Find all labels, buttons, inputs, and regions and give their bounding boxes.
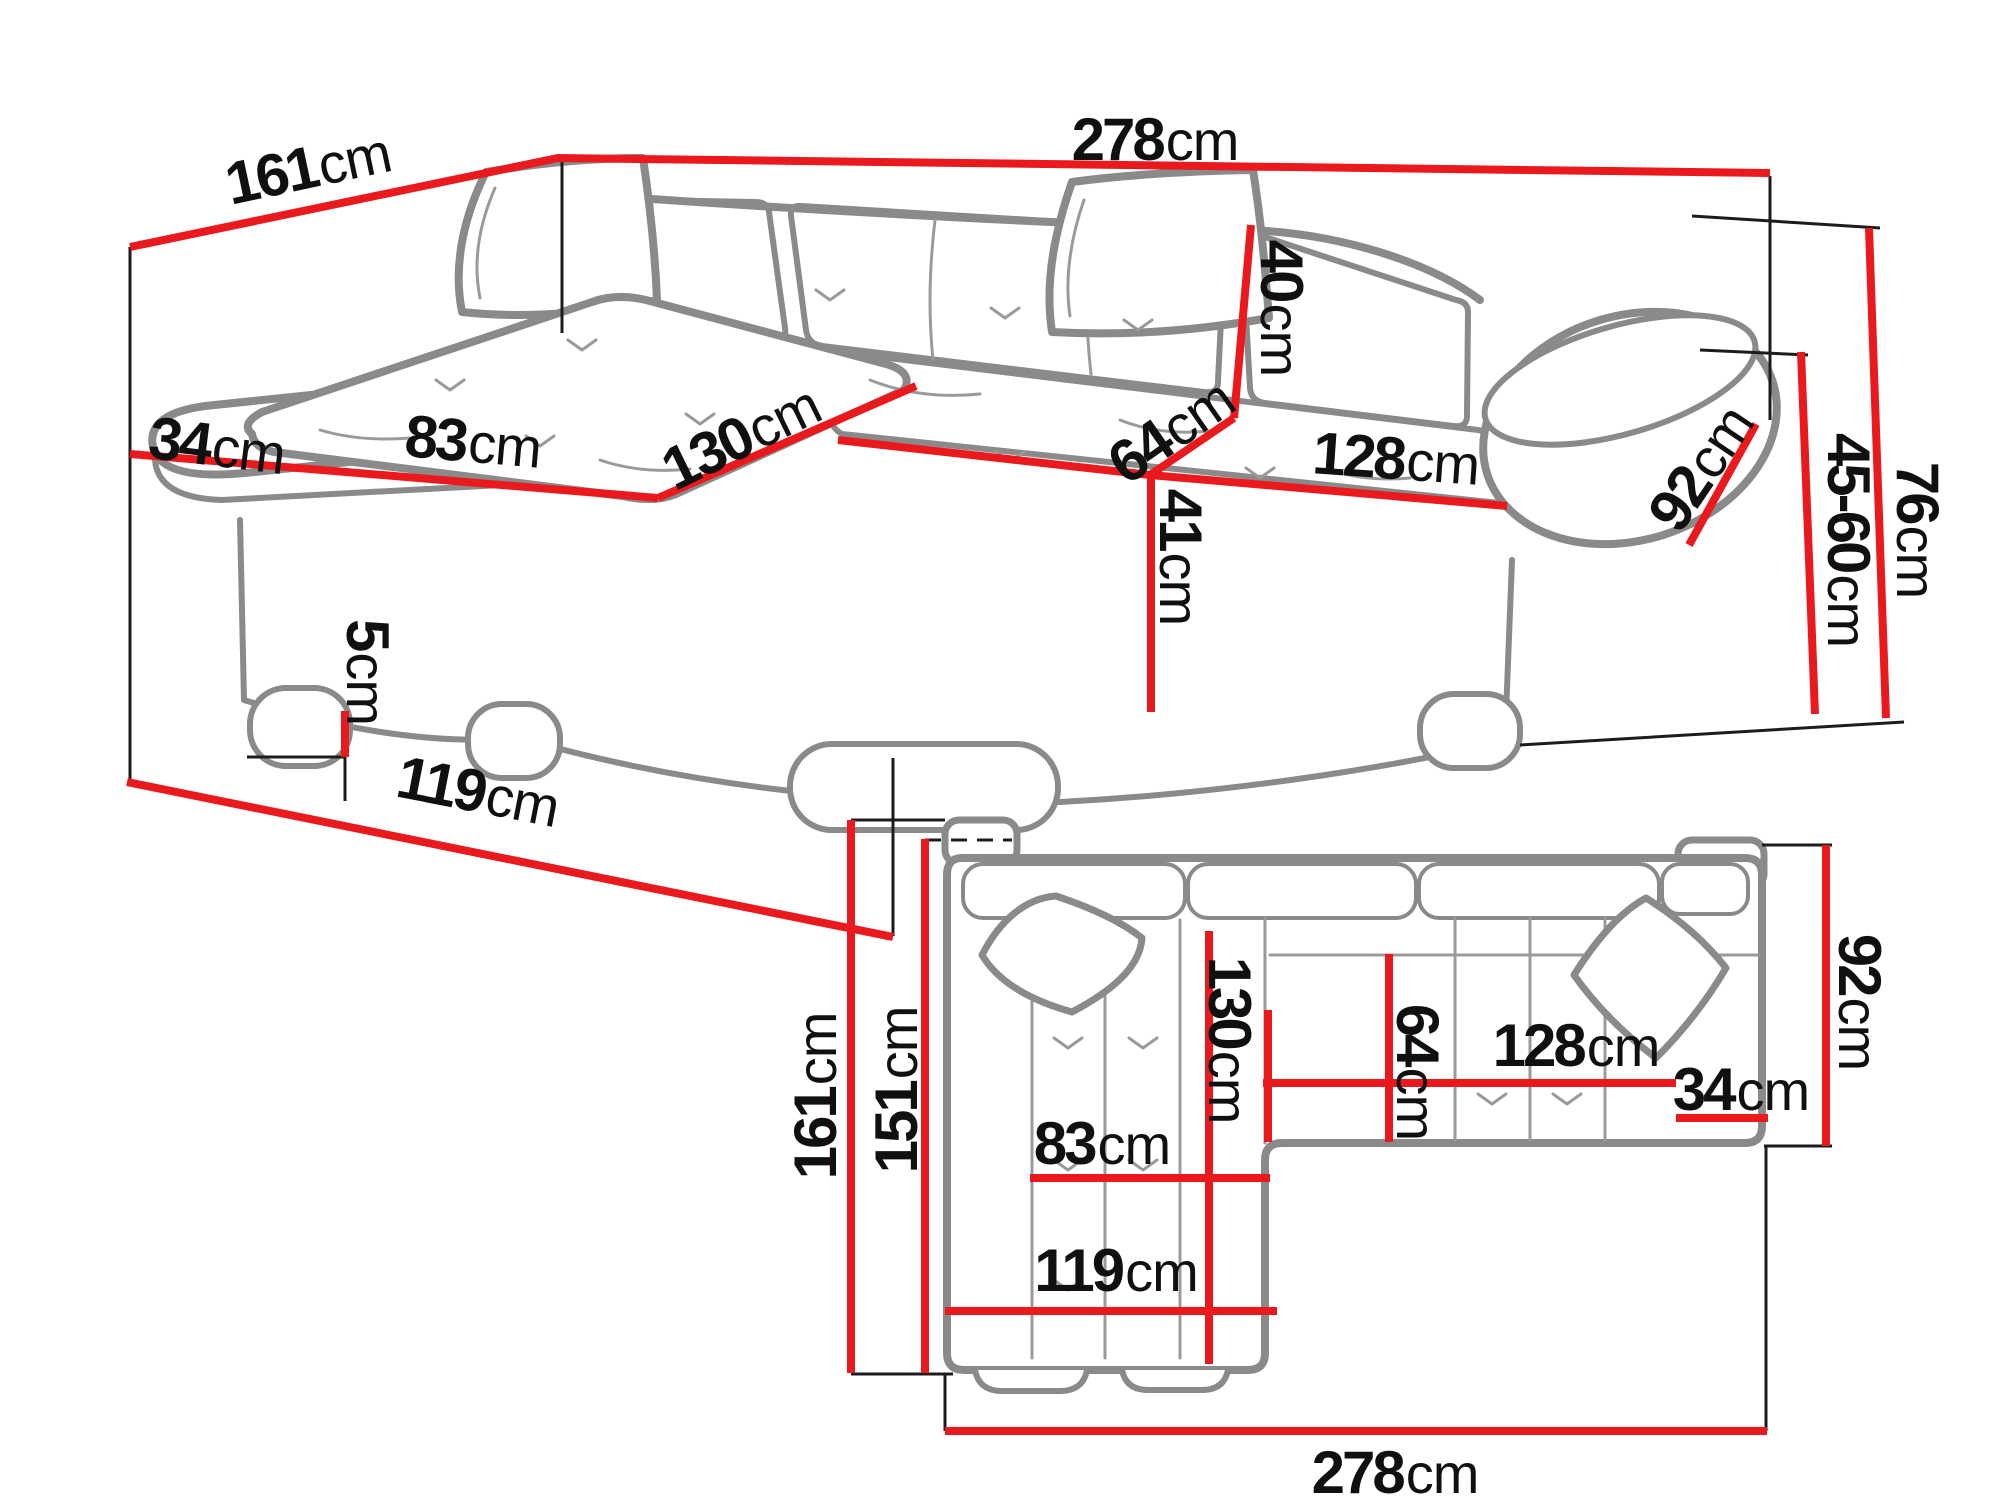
dim-label-92-plan: 92cm xyxy=(1826,933,1893,1071)
dim-label-128-top: 128cm xyxy=(1310,419,1482,497)
pillow xyxy=(454,154,661,319)
plan-pillow xyxy=(1570,894,1730,1062)
dimension-line-64 xyxy=(1147,414,1237,479)
dim-label-278-plan: 278cm xyxy=(1311,1439,1480,1499)
plan-back-cushion xyxy=(1660,862,1750,916)
dimension-line-92 xyxy=(1685,422,1760,547)
dimension-line-76 xyxy=(1865,227,1890,719)
plan-foot-bump xyxy=(972,1367,1090,1394)
plan-foot-bump xyxy=(1119,1367,1231,1393)
dim-label-119-plan: 119cm xyxy=(1034,1237,1198,1304)
dim-label-128-plan: 128cm xyxy=(1492,1012,1661,1079)
plan-outline xyxy=(943,854,1766,1374)
dim-label-83-top: 83cm xyxy=(402,402,544,480)
chaise-cushion xyxy=(243,293,911,503)
pillow-crease xyxy=(1066,198,1086,318)
dimension-line-40 xyxy=(1230,224,1255,419)
top-view-sofa-drawing xyxy=(148,154,1781,833)
plan-view-sofa-drawing xyxy=(941,816,1768,1394)
sofa-foot xyxy=(465,701,563,781)
backrest-seam xyxy=(928,218,937,362)
dim-label-5: 5cm xyxy=(334,618,401,726)
dim-label-83-plan: 83cm xyxy=(1033,1110,1171,1177)
plan-back-cushion xyxy=(1186,862,1418,920)
extension-line xyxy=(1519,720,1905,747)
pillow-crease xyxy=(475,186,497,300)
dim-label-161-plan: 161cm xyxy=(782,1012,849,1180)
plan-pillow xyxy=(978,892,1146,1016)
extension-line xyxy=(1691,214,1881,230)
plan-view-extension-lines xyxy=(851,818,1832,1431)
dimension-line-161-278 xyxy=(129,153,1771,251)
dim-label-64-plan: 64cm xyxy=(1384,1003,1451,1141)
dimension-line-119 xyxy=(126,778,894,941)
right-armrest-top xyxy=(1481,312,1759,448)
dim-label-130-plan: 130cm xyxy=(1196,956,1263,1124)
top-view-dimension-lines xyxy=(126,153,1890,941)
dimension-line-45-60 xyxy=(1797,351,1819,715)
dim-label-45-60: 45-60cm xyxy=(1815,432,1882,648)
extension-line xyxy=(1699,348,1809,357)
sofa-foot xyxy=(787,741,1061,833)
sofa-foot xyxy=(1417,691,1523,771)
pillow xyxy=(1045,166,1273,338)
plan-back-cushion xyxy=(1417,862,1661,920)
dimension-line-130 xyxy=(656,382,918,502)
sofa-base-left-edge xyxy=(237,517,247,703)
sofa-foot xyxy=(247,685,353,769)
dim-label-278-top: 278cm xyxy=(1071,106,1240,173)
dim-label-40: 40cm xyxy=(1248,239,1315,377)
tuft-marks xyxy=(318,288,1412,481)
dim-label-151-plan: 151cm xyxy=(863,1006,930,1174)
dim-label-34-plan: 34cm xyxy=(1672,1056,1810,1123)
dim-label-76: 76cm xyxy=(1884,461,1951,599)
dim-label-41: 41cm xyxy=(1147,488,1214,626)
dimension-line-34-83 xyxy=(129,450,659,502)
top-view-extension-lines xyxy=(128,160,1905,936)
plan-view-dimension-lines xyxy=(847,820,1830,1435)
